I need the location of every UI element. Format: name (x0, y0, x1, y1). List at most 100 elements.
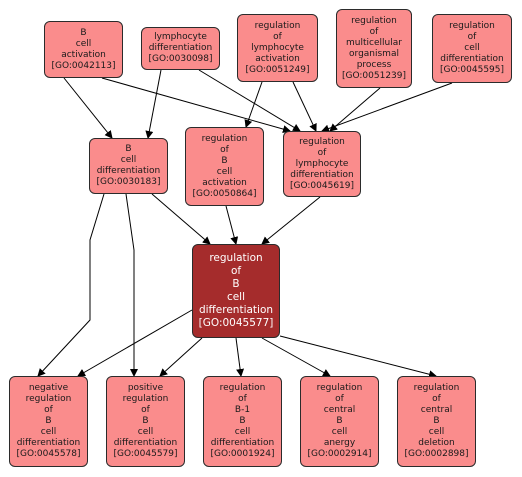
node-label-line: regulation (219, 383, 266, 393)
node-label-line: of (317, 147, 327, 158)
node-label-line: process (356, 59, 392, 70)
node-label-line: [GO:0045577] (198, 317, 274, 329)
node-label-line: anergy (323, 438, 356, 448)
node-label-line: central (420, 405, 453, 415)
edge-n9-to-n10 (77, 309, 193, 377)
node-label-line: B (221, 155, 228, 166)
edge-n9-to-n12 (235, 337, 245, 377)
node-label-line: cell (137, 427, 154, 437)
edge-n7-to-n9 (225, 205, 239, 245)
node-label-line: B (125, 144, 132, 154)
node-label-line: organismal (349, 48, 399, 59)
node-label-line: negative (28, 383, 69, 393)
node-label-line: of (432, 394, 441, 404)
node-label-line: activation (255, 53, 300, 64)
node-label-line: of (467, 32, 477, 42)
node-label-line: [GO:0045579] (113, 449, 178, 459)
edge-n8-to-n9 (261, 196, 321, 245)
node-label-line: of (141, 405, 150, 415)
node-label-line: differentiation (210, 438, 275, 448)
node-label-line: B (45, 416, 52, 426)
node-label-line: of (335, 394, 344, 404)
node-label-line: positive (127, 383, 164, 393)
node-label-line: regulation (122, 394, 169, 404)
node-label-line: differentiation (113, 438, 178, 448)
node-label-line: activation (202, 177, 247, 188)
node-label-line: of (238, 394, 247, 404)
node-label-line: B (336, 416, 343, 426)
node-label-line: regulation (254, 20, 301, 31)
node-label-line: central (323, 405, 356, 415)
node-label-line: [GO:0051239] (341, 70, 407, 81)
node-label-line: cell (464, 43, 480, 53)
edge-n5-to-n8 (321, 82, 453, 133)
node-label-line: differentiation (290, 169, 354, 180)
node-label-line: regulation (201, 133, 248, 144)
node-label-line: cell (234, 427, 251, 437)
node-label-line: B (80, 27, 87, 38)
node-label-line: of (369, 26, 379, 37)
node-label-line: lymphocyte (251, 42, 304, 53)
node-label-line: differentiation (16, 438, 81, 448)
edge-n6-to-n11 (125, 193, 138, 377)
node-label-line: multicellular (346, 37, 402, 48)
node-label-line: of (44, 405, 53, 415)
node-label-line: [GO:0051249] (245, 64, 310, 75)
node-label-line: regulation (449, 21, 495, 31)
node-label-line: lymphocyte (154, 32, 207, 42)
edge-n2-to-n6 (145, 69, 162, 139)
node-label-line: [GO:0002898] (404, 449, 469, 459)
node-label-line: regulation (25, 394, 72, 404)
node-label-line: [GO:0050864] (192, 188, 257, 199)
edge-n9-to-n13 (261, 337, 331, 377)
node-label-line: regulation (316, 383, 363, 393)
node-label-line: regulation (299, 136, 345, 147)
node-label-line: lymphocyte (295, 158, 349, 169)
node-label-line: cell (40, 427, 57, 437)
node-label-line: cell (428, 427, 445, 437)
node-label-line: differentiation (96, 166, 161, 176)
node-label-line: [GO:0045595] (439, 65, 505, 75)
node-label-line: regulation (351, 15, 397, 26)
edge-n1-to-n6 (63, 77, 113, 139)
node-label-line: B (433, 416, 440, 426)
edge-n3-to-n8 (292, 81, 317, 132)
node-label-line: [GO:0002914] (307, 449, 372, 459)
node-label-line: B (239, 416, 246, 426)
node-label-line: [GO:0030183] (96, 177, 161, 187)
node-label-line: [GO:0042113] (51, 60, 116, 71)
node-label-line: regulation (209, 252, 263, 264)
node-label-line: of (230, 265, 242, 277)
edge-n9-to-n11 (159, 337, 203, 377)
node-label-line: activation (61, 49, 106, 60)
edge-n6-to-n9 (151, 193, 211, 245)
edge-n4-to-n8 (329, 87, 381, 132)
edge-n9-to-n14 (279, 335, 437, 379)
node-label-line: [GO:0030098] (148, 54, 213, 64)
node-label-line: of (220, 144, 229, 155)
node-label-line: [GO:0045619] (289, 180, 355, 191)
node-label-line: regulation (413, 383, 460, 393)
node-label-line: cell (216, 166, 233, 177)
node-label-line: cell (331, 427, 348, 437)
node-label-line: B (142, 416, 149, 426)
node-label-line: B (232, 278, 240, 290)
node-label-line: differentiation (148, 43, 213, 53)
edge-n3-to-n7 (244, 81, 263, 128)
